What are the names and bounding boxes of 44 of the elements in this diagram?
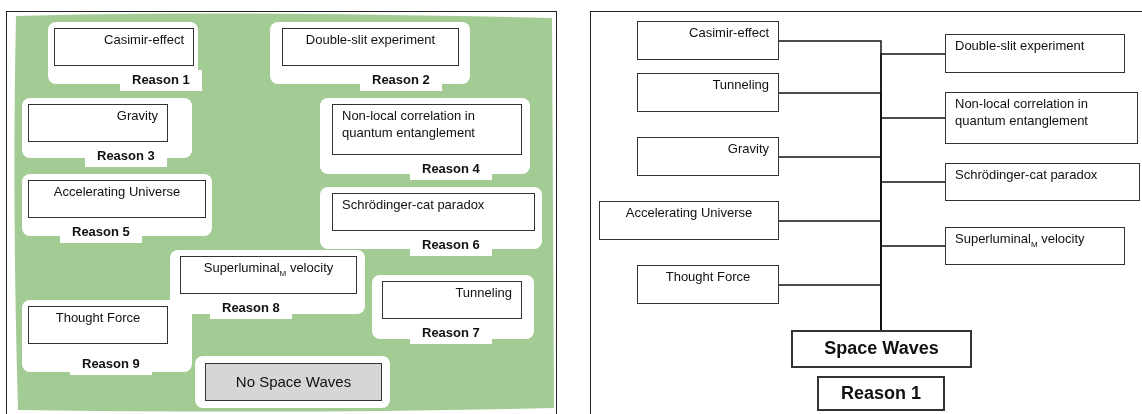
box-label: No Space Waves [235,372,352,392]
box-label: Accelerating Universe [53,184,181,201]
text-box [791,330,972,368]
box-label: Gravity [727,141,769,158]
text-box [945,92,1138,144]
text-box [332,193,535,231]
box-label: Casimir-effect [689,25,769,42]
box-label: Accelerating Universe [625,205,753,222]
box-label: Double-slit experiment [955,38,1085,55]
box-label: Schrödinger-cat paradox [342,197,485,214]
text-box [28,306,168,344]
text-box [382,281,522,319]
box-label: Tunneling [712,77,769,94]
text-box [282,28,459,66]
box-label: Thought Force [55,310,141,327]
box-label: Reason 1 [840,381,921,405]
box-label: Superluminal$_{M}$ velocity [203,260,334,279]
text-box [945,34,1125,73]
box-label: Schrödinger-cat paradox [955,167,1098,184]
text-box [637,73,779,112]
connector-line [778,284,882,331]
text-box [28,180,206,218]
reason-label: Reason 1 [120,70,202,91]
box-label: Space Waves [824,337,939,361]
text-box [637,137,779,176]
text-box [332,104,522,155]
box-label: Tunneling [455,285,512,302]
text-box [945,227,1125,265]
text-box [599,201,779,240]
box-label: Thought Force [665,269,751,286]
text-box [180,256,357,294]
box-label: Superluminal$_{M}$ velocity [955,231,1085,250]
text-box [817,376,945,411]
box-label: Gravity [116,108,158,125]
box-label: Non-local correlation in quantum entanglement [342,108,476,142]
text-box [637,21,779,60]
text-box [637,265,779,304]
text-box [54,28,194,66]
box-label: Double-slit experiment [305,32,436,49]
text-box [945,163,1140,201]
text-box [205,363,382,401]
box-label: Non-local correlation in quantum entanglement [955,96,1089,130]
box-label: Casimir-effect [104,32,184,49]
text-box [28,104,168,142]
